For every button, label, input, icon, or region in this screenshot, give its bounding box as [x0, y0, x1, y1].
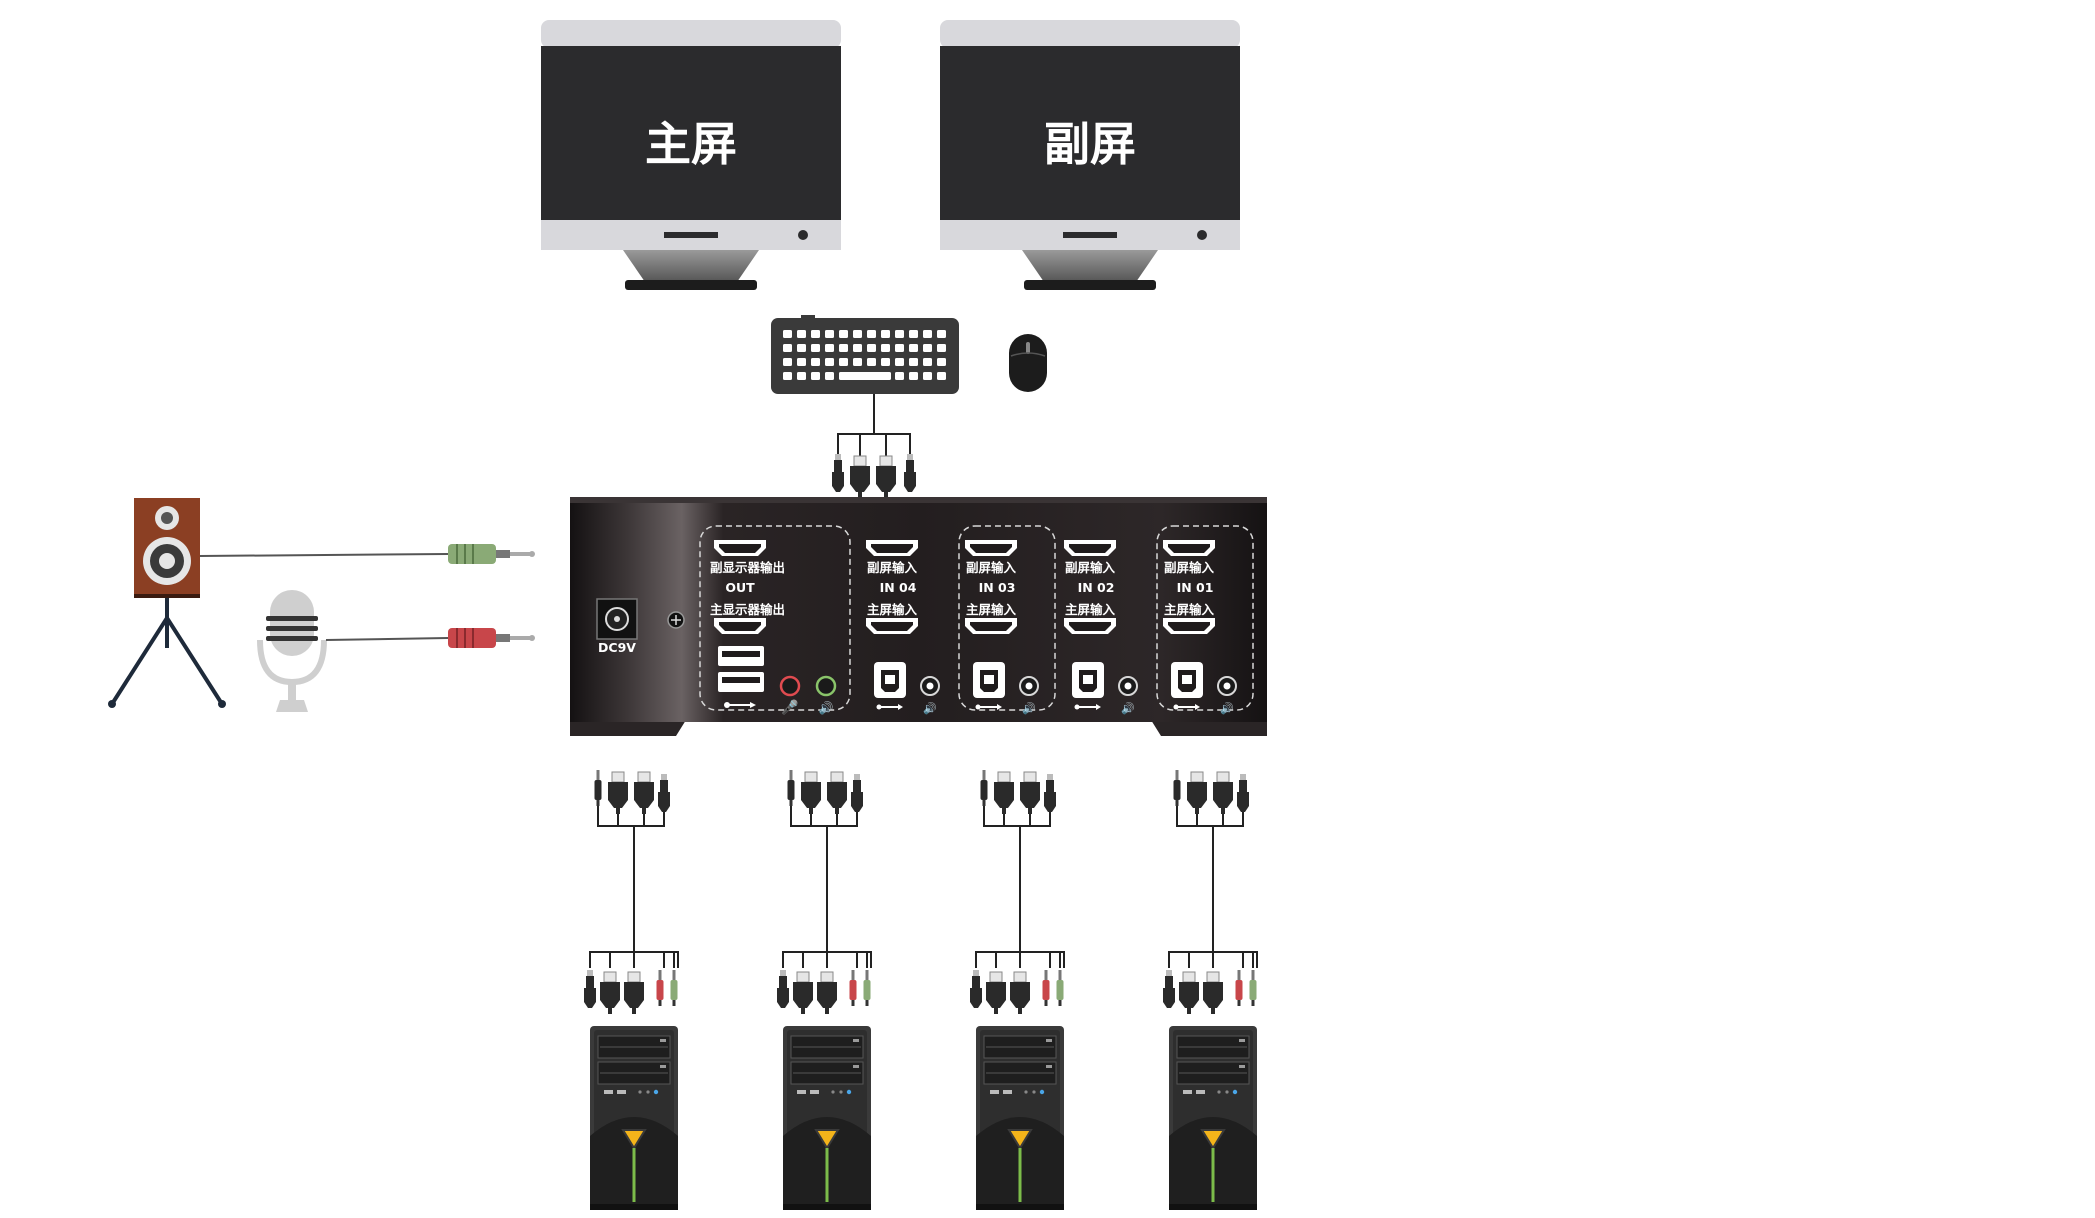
input-port-3: 副屏输入 IN 02 主屏输入 🔊 — [1064, 540, 1138, 715]
power-label: DC9V — [598, 640, 636, 655]
usb-hub-ports — [718, 646, 764, 692]
port-bottom-label: 主屏输入 — [867, 602, 918, 617]
power-port: DC9V — [596, 598, 638, 655]
keyboard-mouse-cable — [832, 394, 916, 499]
secondary-monitor: 副屏 — [940, 20, 1240, 290]
hdmi-port-icon — [965, 618, 1017, 634]
port-id-label: IN 02 — [1078, 580, 1115, 595]
pc-tower-icon — [782, 1025, 872, 1211]
kvm-cable-connectors — [1174, 770, 1250, 826]
port-top-label: 副屏输入 — [1065, 560, 1116, 575]
audio-jack-icon — [920, 676, 940, 696]
computer-4 — [1163, 770, 1258, 1211]
audio-jack-icon — [1217, 676, 1237, 696]
hdmi-port-icon — [1163, 618, 1215, 634]
computer-1 — [584, 770, 679, 1211]
input-port-2: 副屏输入 IN 03 主屏输入 🔊 — [958, 525, 1056, 715]
out-mid-label: OUT — [725, 580, 755, 595]
hdmi-port-icon — [1064, 540, 1116, 556]
primary-monitor-label: 主屏 — [645, 117, 737, 171]
pc-cable-connectors — [970, 952, 1064, 1014]
kvm-switch: DC9V 副显示器输出 OUT 主显示器输出 — [570, 497, 1267, 736]
hdmi-port-icon — [1064, 618, 1116, 634]
computer-3 — [970, 770, 1065, 1211]
input-port-4: 副屏输入 IN 01 主屏输入 🔊 — [1156, 525, 1254, 715]
audio-jack-icon: 🔊 — [819, 700, 834, 715]
keyboard-icon — [771, 315, 959, 394]
speaker-icon — [108, 498, 226, 708]
computer-2 — [777, 770, 872, 1211]
pc-cable-connectors — [777, 952, 871, 1014]
port-top-label: 副屏输入 — [1164, 560, 1215, 575]
kvm-cable-connectors — [788, 770, 864, 826]
microphone-cable — [325, 628, 535, 648]
audio-mic-icon: 🔊 — [1022, 701, 1036, 715]
speaker-cable — [199, 544, 535, 564]
kvm-cable-connectors — [981, 770, 1057, 826]
port-bottom-label: 主屏输入 — [1164, 602, 1215, 617]
usb-icon — [876, 704, 903, 710]
out-top-label: 副显示器输出 — [710, 560, 785, 575]
mic-jack-icon: 🎤 — [781, 698, 799, 716]
hdmi-port-icon — [965, 540, 1017, 556]
port-id-label: IN 04 — [880, 580, 917, 595]
usb-b-port-icon — [973, 662, 1005, 698]
mouse-icon — [1009, 334, 1047, 392]
usb-icon — [724, 702, 756, 708]
primary-monitor: 主屏 — [541, 20, 841, 290]
port-id-label: IN 03 — [979, 580, 1016, 595]
pc-tower-icon — [1168, 1025, 1258, 1211]
port-bottom-label: 主屏输入 — [1065, 602, 1116, 617]
audio-out-jack: 🔊 — [815, 675, 837, 715]
input-port-1: 副屏输入 IN 04 主屏输入 🔊 — [866, 540, 940, 715]
audio-jack-icon — [1118, 676, 1138, 696]
usb-b-port-icon — [1171, 662, 1203, 698]
out-bottom-label: 主显示器输出 — [710, 602, 785, 617]
usb-icon — [1074, 704, 1101, 710]
pc-cable-connectors — [584, 952, 678, 1014]
usb-icon — [975, 704, 1002, 710]
usb-icon — [1173, 704, 1200, 710]
audio-jack-icon — [1019, 676, 1039, 696]
pc-cable-connectors — [1163, 952, 1257, 1014]
usb-b-port-icon — [874, 662, 906, 698]
pc-tower-icon — [975, 1025, 1065, 1211]
port-id-label: IN 01 — [1177, 580, 1214, 595]
usb-b-port-icon — [1072, 662, 1104, 698]
audio-mic-icon: 🔊 — [1121, 701, 1135, 715]
mic-jack: 🎤 — [779, 675, 801, 716]
hdmi-port-icon — [866, 540, 918, 556]
hdmi-port-icon — [714, 540, 766, 556]
ground-screw-icon — [667, 611, 685, 629]
secondary-monitor-label: 副屏 — [1044, 117, 1136, 171]
audio-mic-icon: 🔊 — [1220, 701, 1234, 715]
pc-tower-icon — [589, 1025, 679, 1211]
microphone-icon — [257, 590, 327, 712]
port-bottom-label: 主屏输入 — [966, 602, 1017, 617]
port-top-label: 副屏输入 — [966, 560, 1017, 575]
audio-mic-icon: 🔊 — [923, 701, 937, 715]
output-group: 副显示器输出 OUT 主显示器输出 🎤 🔊 — [699, 525, 851, 716]
port-top-label: 副屏输入 — [867, 560, 918, 575]
hdmi-port-icon — [866, 618, 918, 634]
hdmi-port-icon — [1163, 540, 1215, 556]
kvm-cable-connectors — [595, 770, 671, 826]
